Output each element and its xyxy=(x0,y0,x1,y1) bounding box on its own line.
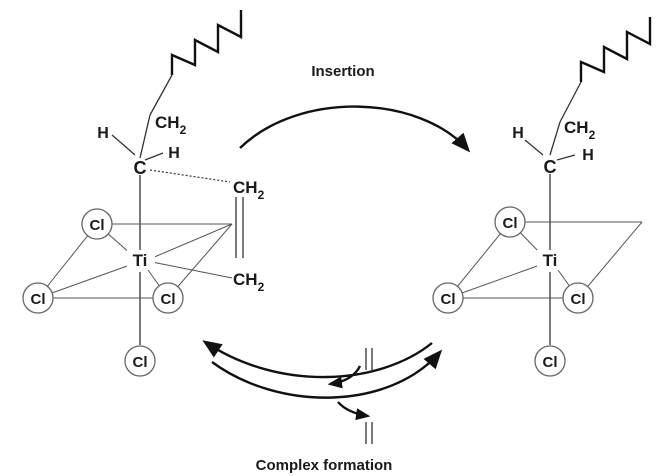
cl-label: Cl xyxy=(441,291,456,308)
cl-label: Cl xyxy=(543,354,558,371)
insertion-arrow xyxy=(239,105,471,153)
olefin-ch2-bottom-label: CH2 xyxy=(233,270,265,294)
cl-atom xyxy=(81,208,113,240)
cl-atom xyxy=(494,206,526,238)
h-label: H xyxy=(512,125,524,142)
right-polymer-chain xyxy=(579,17,652,82)
cl-label: Cl xyxy=(133,354,148,371)
ti-label: Ti xyxy=(133,251,148,270)
cl-atom xyxy=(562,282,594,314)
h-label: H xyxy=(168,145,180,162)
ch2-chain-label: CH2 xyxy=(155,113,187,137)
cl-label: Cl xyxy=(90,217,105,234)
h-label: H xyxy=(97,125,109,142)
left-polymer-chain xyxy=(170,10,243,75)
cl-atom xyxy=(432,282,464,314)
olefin-ch2-top-label: CH2 xyxy=(233,178,265,202)
ch2-chain-label: CH2 xyxy=(564,118,596,142)
cl-label: Cl xyxy=(503,215,518,232)
cl-atom xyxy=(534,345,566,377)
complex-formation-arrow-left xyxy=(202,340,433,379)
cl-atom xyxy=(22,282,54,314)
complex-formation-arrow-right xyxy=(211,349,443,399)
cl-label: Cl xyxy=(571,291,586,308)
insertion-caption: Insertion xyxy=(311,63,374,80)
complex-formation-caption: Complex formation xyxy=(256,457,393,474)
left-complex: Cl Cl Cl Cl Ti C H H CH2 CH2 CH2 xyxy=(22,10,265,377)
ethylene-in-icon xyxy=(327,348,373,389)
carbon-label: C xyxy=(544,157,557,177)
cl-atom xyxy=(152,282,184,314)
h-label: H xyxy=(582,147,594,164)
carbon-label: C xyxy=(134,158,147,178)
cl-atom xyxy=(124,345,156,377)
ethylene-out-icon xyxy=(337,401,373,444)
cl-label: Cl xyxy=(161,291,176,308)
ti-label: Ti xyxy=(543,251,558,270)
cl-label: Cl xyxy=(31,291,46,308)
right-complex: Cl Cl Cl Cl Ti C H H CH2 xyxy=(432,17,652,377)
